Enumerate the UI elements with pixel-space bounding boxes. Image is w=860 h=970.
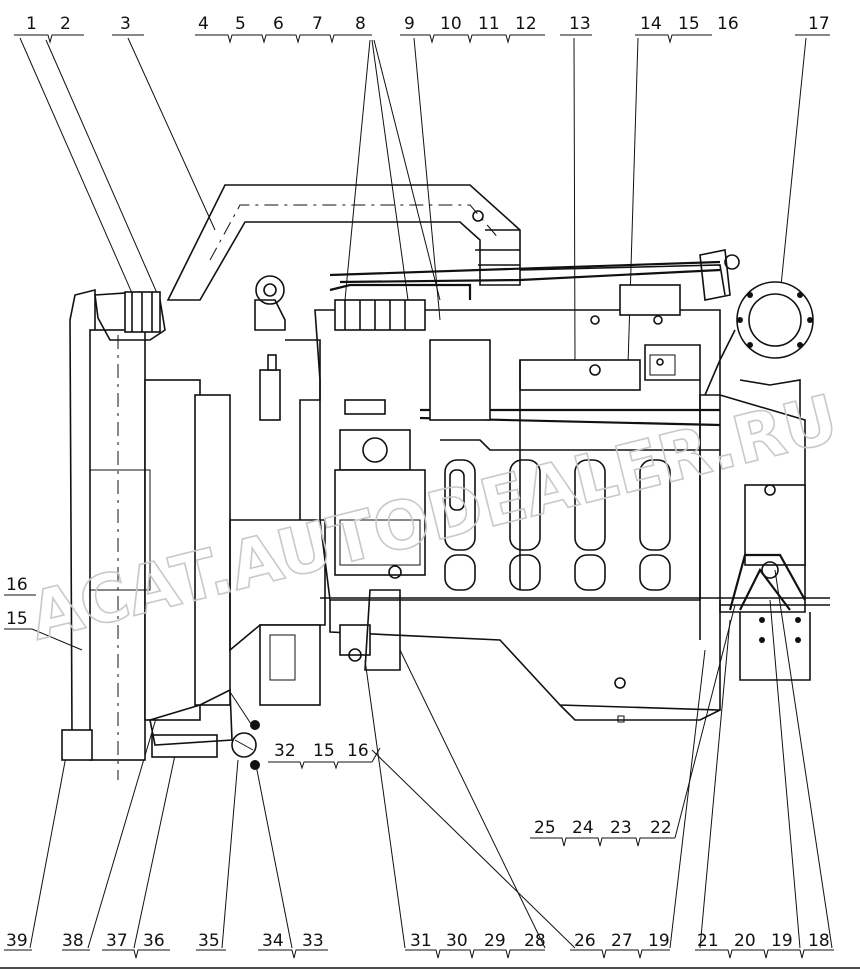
callout-label: 23: [610, 818, 632, 838]
top-callouts: 1 2 3 4 5 6 7 8 9 10 11 12 13 14 15 16 1…: [26, 14, 830, 34]
fan-shroud: [149, 275, 326, 746]
side-brackets: [4, 594, 736, 847]
callout-label: 37: [106, 931, 128, 951]
callout-label: 20: [734, 931, 756, 951]
callout-label: 16: [347, 741, 369, 761]
callout-label: 28: [524, 931, 546, 951]
left-callouts: 16 15: [6, 575, 28, 629]
callout-label: 4: [198, 14, 209, 34]
callout-label: 36: [143, 931, 165, 951]
intake-duct: [166, 184, 521, 301]
radiator: [61, 288, 257, 780]
middle-callouts: 32 15 16: [274, 741, 369, 761]
callout-label: 6: [273, 14, 284, 34]
callout-label: 7: [312, 14, 323, 34]
callout-label: 18: [808, 931, 830, 951]
right-mid-callouts: 25 24 23 22: [534, 818, 672, 838]
callout-label: 8: [355, 14, 366, 34]
callout-label: 10: [440, 14, 462, 34]
callout-label: 15: [6, 609, 28, 629]
callout-label: 25: [534, 818, 556, 838]
callout-label: 15: [678, 14, 700, 34]
callout-label: 35: [198, 931, 220, 951]
callout-label: 27: [611, 931, 633, 951]
bottom-leader-lines: [29, 569, 833, 949]
engine-block: [259, 260, 830, 723]
callout-label: 12: [515, 14, 537, 34]
callout-label: 16: [6, 575, 28, 595]
callout-label: 38: [62, 931, 84, 951]
callout-label: 39: [6, 931, 28, 951]
callout-label: 13: [569, 14, 591, 34]
callout-label: 29: [484, 931, 506, 951]
callout-label: 22: [650, 818, 672, 838]
callout-label: 5: [235, 14, 246, 34]
front-cover: [250, 589, 401, 770]
callout-label: 30: [446, 931, 468, 951]
callout-label: 3: [120, 14, 131, 34]
callout-label: 15: [313, 741, 335, 761]
callout-label: 19: [771, 931, 793, 951]
callout-label: 17: [808, 14, 830, 34]
turbocharger: [519, 249, 814, 420]
callout-label: 31: [410, 931, 432, 951]
callout-label: 24: [572, 818, 594, 838]
bottom-brackets: [0, 949, 860, 969]
callout-label: 1: [26, 14, 37, 34]
callout-label: 16: [717, 14, 739, 34]
callout-label: 33: [302, 931, 324, 951]
callout-label: 32: [274, 741, 296, 761]
flywheel-housing: [719, 393, 830, 681]
callout-label: 26: [574, 931, 596, 951]
callout-label: 21: [697, 931, 719, 951]
callout-label: 9: [404, 14, 415, 34]
callout-label: 14: [640, 14, 662, 34]
callout-label: 19: [648, 931, 670, 951]
bottom-callouts: 39 38 37 36 35 34 33 31 30 29 28 26 27 1…: [6, 931, 830, 951]
top-leader-brackets: [14, 34, 830, 44]
callout-label: 34: [262, 931, 284, 951]
callout-label: 2: [60, 14, 71, 34]
callout-label: 11: [478, 14, 500, 34]
